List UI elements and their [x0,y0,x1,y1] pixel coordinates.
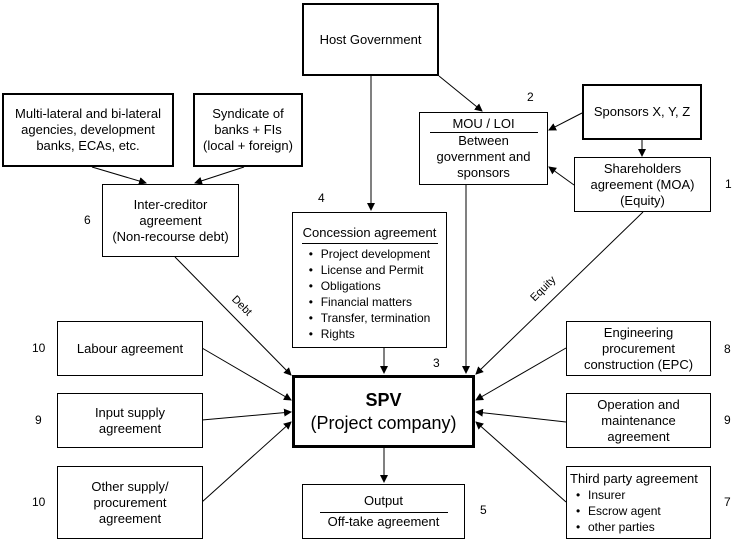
epc-box: Engineering procurement construction (EP… [566,321,711,376]
intercreditor-line: (Non-recourse debt) [112,228,229,244]
epc-number: 8 [724,342,731,356]
multilateral-line: banks, ECAs, etc. [36,138,140,153]
third-party-item: Escrow agent [576,503,661,519]
concession-divider [301,243,438,244]
other-supply-line: agreement [98,510,162,526]
third-party-title: Third party agreement [570,470,698,486]
mou-number: 2 [527,90,534,104]
om-line: Operation and [597,396,680,412]
multilateral-line: agencies, development [21,122,155,137]
syndicate-line: Syndicate of [212,106,284,121]
mou-line: sponsors [457,165,510,180]
input-supply-box: Input supply agreement [57,393,203,448]
om-box: Operation and maintenance agreement [566,393,711,448]
concession-item: Project development [309,246,431,262]
input-supply-line: agreement [98,420,162,436]
arrow-multilateral-intercreditor [91,166,147,185]
mou-divider [429,132,538,133]
other-supply-box: Other supply/ procurement agreement [57,466,203,539]
epc-line: Engineering [603,324,674,340]
multilateral-box: Multi-lateral and bi-lateral agencies, d… [2,93,174,167]
host-government-label: Host Government [319,31,422,47]
input-supply-number: 9 [35,413,42,427]
output-box: Output Off-take agreement [302,484,465,539]
output-body: Off-take agreement [327,514,440,529]
shareholders-line: (Equity) [620,192,665,208]
sponsors-box: Sponsors X, Y, Z [582,84,702,140]
om-line: maintenance [601,412,676,428]
third-party-list: Insurer Escrow agent other parties [570,487,661,535]
om-number: 9 [724,413,731,427]
third-party-item: other parties [576,519,661,535]
concession-title: Concession agreement [302,225,437,240]
shareholders-line: Shareholders [603,160,682,176]
other-supply-line: procurement [93,494,167,510]
third-party-item: Insurer [576,487,661,503]
arrow-om-spv [475,408,567,423]
spv-box: SPV (Project company) [292,375,475,448]
concession-item: Transfer, termination [309,310,431,326]
host-government-box: Host Government [302,3,439,76]
arrow-labour-spv [201,347,292,401]
syndicate-line: (local + foreign) [203,138,293,153]
mou-box: MOU / LOI Between government and sponsor… [419,112,548,185]
concession-box: Concession agreement Project development… [292,212,447,348]
intercreditor-number: 6 [84,213,91,227]
arrow-gov-mou [438,75,483,112]
syndicate-box: Syndicate of banks + FIs (local + foreig… [193,93,303,167]
labour-box: Labour agreement [57,321,203,376]
concession-list: Project development License and Permit O… [309,246,431,342]
om-line: agreement [607,428,670,444]
labour-label: Labour agreement [76,340,184,356]
input-supply-line: Input supply [94,404,166,420]
spv-number: 3 [433,356,440,370]
shareholders-number: 1 [725,177,732,191]
mou-line: government and [436,149,531,164]
epc-line: construction (EPC) [583,356,694,372]
concession-item: License and Permit [309,262,431,278]
shareholders-box: Shareholders agreement (MOA) (Equity) [574,157,711,212]
arrow-sponsors-mou [548,112,583,131]
output-divider [319,512,448,513]
labour-number: 10 [32,341,46,355]
concession-item: Obligations [309,278,431,294]
arrow-thirdparty-spv [475,421,567,503]
third-party-box: Third party agreement Insurer Escrow age… [566,466,711,539]
mou-line: Between [458,133,509,148]
arrow-intercreditor-spv [174,256,292,376]
third-party-number: 7 [724,495,731,509]
concession-number: 4 [318,191,325,205]
arrow-other-spv [201,421,292,503]
mou-title: MOU / LOI [452,116,515,131]
concession-item: Financial matters [309,294,431,310]
output-number: 5 [480,503,487,517]
spv-subtitle: (Project company) [310,412,457,433]
epc-line: procurement [602,340,675,356]
other-supply-number: 10 [32,495,46,509]
output-title: Output [363,493,404,508]
arrow-shareholders-mou [548,166,575,186]
syndicate-line: banks + FIs [214,122,282,137]
arrow-input-spv [201,408,292,421]
spv-title: SPV [365,389,402,410]
concession-item: Rights [309,326,431,342]
sponsors-label: Sponsors X, Y, Z [593,104,691,119]
intercreditor-box: Inter-creditor agreement (Non-recourse d… [102,184,239,257]
intercreditor-line: agreement [139,212,202,228]
arrow-shareholders-spv [475,211,644,375]
multilateral-line: Multi-lateral and bi-lateral [15,106,161,121]
intercreditor-line: Inter-creditor [133,196,208,212]
shareholders-line: agreement (MOA) [590,176,695,192]
other-supply-line: Other supply/ [91,478,169,494]
arrow-epc-spv [475,347,567,401]
arrow-syndicate-intercreditor [194,166,245,185]
